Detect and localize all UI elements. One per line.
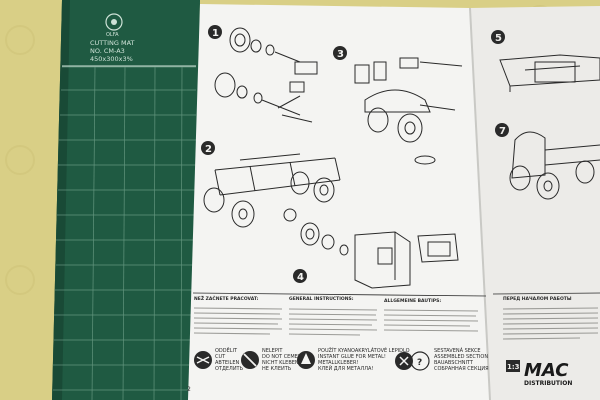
step-2-drawing: [203, 153, 341, 228]
instruction-page-right: [470, 6, 600, 400]
brand-distribution: DISTRIBUTION: [524, 380, 572, 387]
legend-assembled-icon: ?: [395, 351, 430, 371]
table-pattern: [5, 5, 555, 295]
brand-logo: MAC: [524, 360, 569, 381]
cutting-mat: [52, 0, 200, 400]
text-section-divider: [192, 292, 487, 297]
mat-label-2: NO. CM-A3: [90, 47, 125, 55]
step-1-drawing: [214, 27, 318, 123]
brand-scale: 1:35: [507, 363, 525, 371]
legend-assembled-en: ASSEMBLED SECTION: [434, 354, 488, 360]
step-7-label: 7: [499, 126, 506, 137]
legend-metal-glue-icon: [297, 351, 315, 369]
mat-grid: [53, 66, 196, 400]
legend-no-cement-ru: НЕ КЛЕИТЬ: [262, 366, 292, 372]
german-section-title: ALLGEMEINE BAUTIPS:: [384, 298, 441, 304]
step-3-label: 3: [337, 49, 344, 60]
legend-metal-glue-de: METALLKLEBER!: [318, 360, 358, 366]
legend-no-cement-cz: NELEPIT: [262, 348, 283, 354]
step-2-label: 2: [205, 144, 212, 155]
step-4-label: 4: [297, 272, 304, 283]
step-markers: 1 2 3 4 5 7: [201, 25, 509, 283]
legend-metal-glue-cz: POUŽÍT KYANOAKRYLÁTOVÉ LEPIDLO: [318, 346, 410, 354]
legend-no-cement-icon: [241, 351, 259, 369]
legend-metal-glue-en: INSTANT GLUE FOR METAL!: [318, 354, 386, 360]
czech-section-title: NEŽ ZAČNETE PRACOVAT:: [194, 294, 259, 302]
legend-cut-de: ABTEILEN: [215, 360, 239, 366]
legend-assembled-ru: СОБРАННАЯ СЕКЦИЯ: [434, 366, 489, 372]
svg-text:?: ?: [417, 358, 422, 368]
legend-cut-icon: [194, 351, 212, 369]
brand-block: 1:35 MAC DISTRIBUTION: [506, 360, 572, 387]
legend-assembled-de: BAUABSCHNITT: [434, 360, 474, 366]
step-3-drawing: [354, 57, 463, 165]
legend-assembled-cz: SESTAVENÁ SEKCE: [434, 347, 481, 354]
step-1-label: 1: [212, 28, 219, 39]
step-5-drawing: [499, 54, 600, 92]
page-fold: [469, 7, 491, 400]
legend-cut-en: CUT: [215, 354, 226, 360]
step-4-drawing: [300, 222, 459, 289]
legend-cut-cz: ODDĚLIT: [215, 346, 238, 354]
russian-section-title: ПЕРЕД НАЧАЛОМ РАБОТЫ: [503, 296, 572, 302]
instruction-page-left: [188, 4, 490, 400]
mat-label-1: CUTTING MAT: [90, 39, 135, 47]
mat-label-3: 450x300x3%: [90, 55, 133, 63]
page-number: 2: [187, 386, 191, 393]
olfa-logo: [105, 13, 123, 31]
english-section-title: GENERAL INSTRUCTIONS:: [289, 296, 354, 302]
legend-cut-ru: ОТДЕЛИТЬ: [215, 366, 244, 372]
body-text-lines: [193, 307, 599, 340]
step-7-drawing: [509, 131, 600, 200]
legend-metal-glue-ru: КЛЕЙ ДЛЯ МЕТАЛЛА!: [318, 365, 373, 372]
legend-no-cement-en: DO NOT CEMENT: [262, 354, 306, 360]
step-5-label: 5: [495, 33, 502, 44]
mat-logo-text: OLFA: [106, 32, 119, 38]
legend-no-cement-de: NICHT KLEBEN: [262, 360, 299, 366]
